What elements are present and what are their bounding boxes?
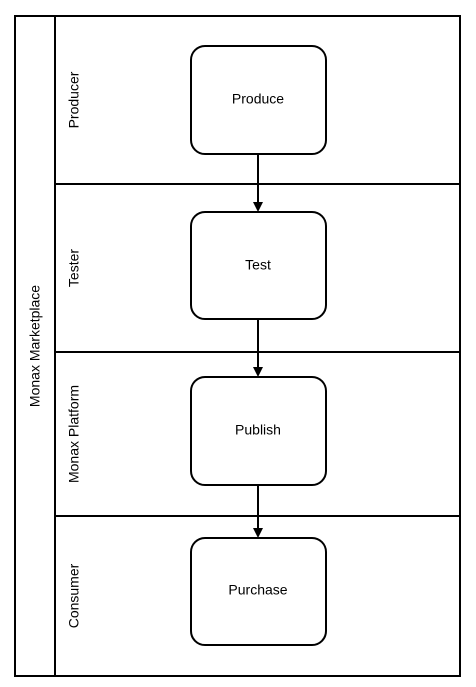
step-box-purchase xyxy=(190,537,327,646)
step-label-purchase: Purchase xyxy=(228,582,287,598)
step-label-publish: Publish xyxy=(235,422,281,438)
lane-label-tester: Tester xyxy=(66,249,82,287)
pool-title: Monax Marketplace xyxy=(27,285,43,407)
lane-label-consumer: Consumer xyxy=(66,563,82,628)
lane-label-producer: Producer xyxy=(66,71,82,128)
step-label-test: Test xyxy=(245,257,271,273)
step-label-produce: Produce xyxy=(232,91,284,107)
lane-label-monax-platform: Monax Platform xyxy=(66,385,82,483)
